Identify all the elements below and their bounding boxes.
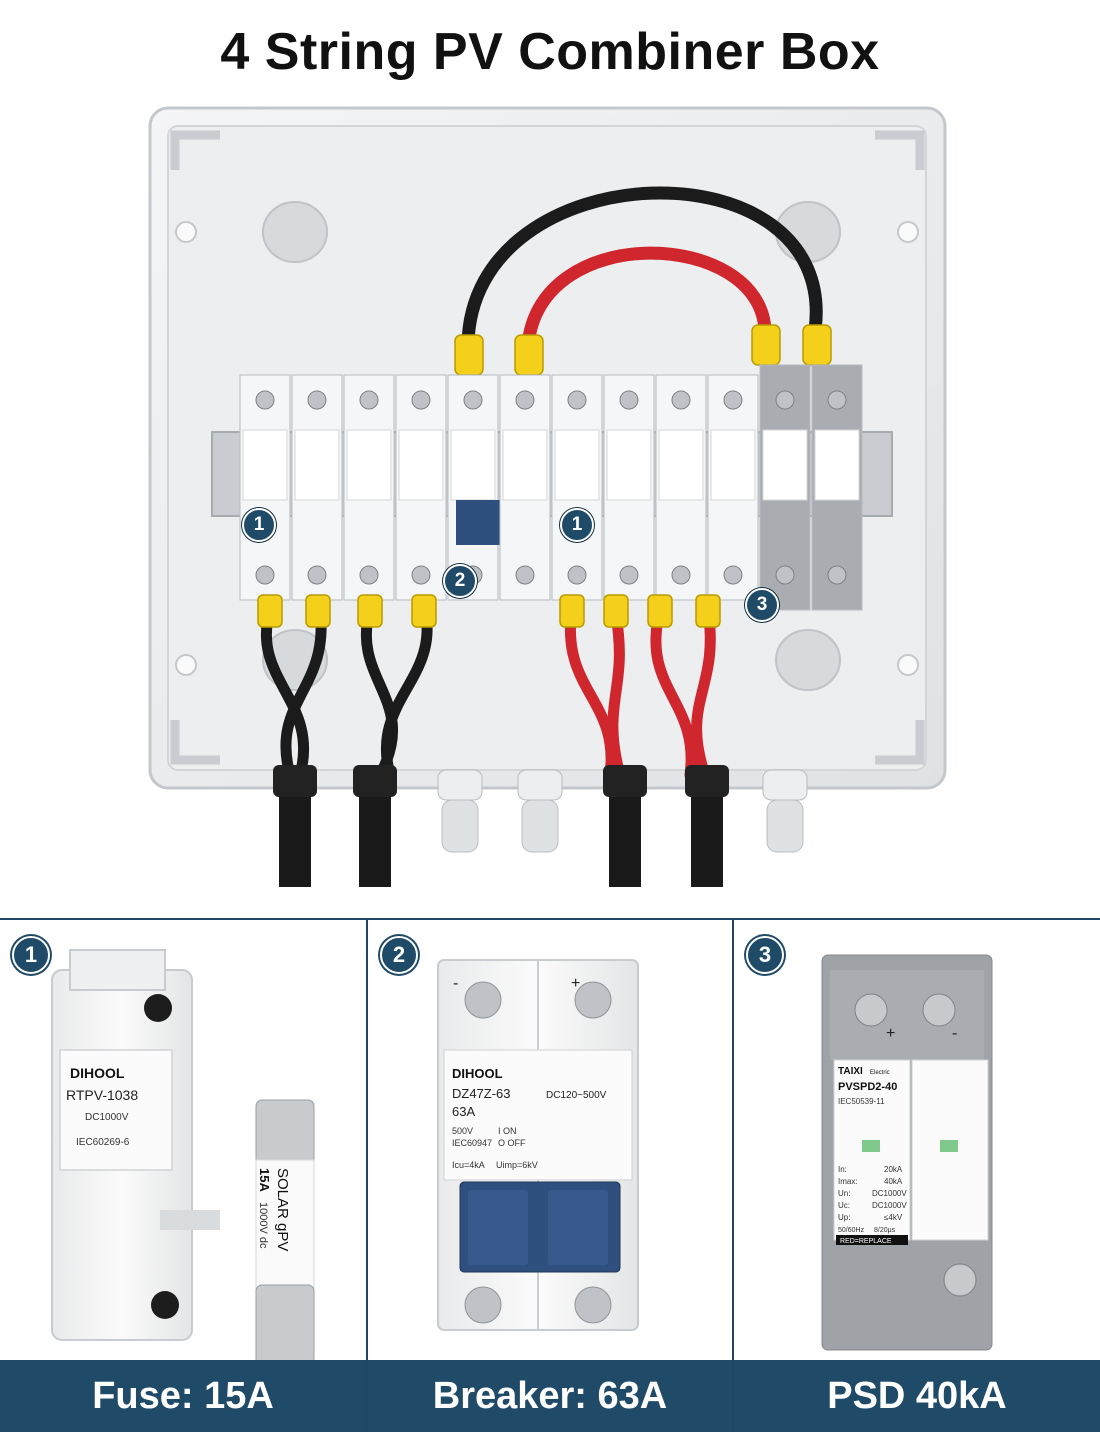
detail-panels: DIHOOL RTPV-1038 DC1000V IEC60269-6 SOLA… <box>0 918 1100 1432</box>
breaker-current: 63A <box>452 1104 475 1119</box>
spd-imax-label: Imax: <box>838 1177 858 1186</box>
panel-number-2: 2 <box>380 936 418 974</box>
spd-brand: TAIXI <box>838 1066 863 1077</box>
fuse-caption: Fuse: 15A <box>0 1360 366 1432</box>
spd-plus: + <box>886 1025 895 1042</box>
cable-gland <box>762 769 808 853</box>
breaker-model: DZ47Z-63 <box>452 1086 511 1101</box>
callout-fuse-right: 1 <box>560 508 594 542</box>
breaker-minus: - <box>453 975 458 992</box>
spd-panel: + - TAIXI Electric PVSPD2-40 IEC50539-11… <box>734 920 1100 1432</box>
fuse-text-type: SOLAR gPV <box>274 1168 291 1251</box>
panel-number-1: 1 <box>12 936 50 974</box>
spd-module <box>759 364 811 611</box>
spd-wave: 8/20μs <box>874 1227 896 1234</box>
spd-up-value: ≤4kV <box>884 1213 903 1222</box>
breaker-standard: IEC60947 <box>452 1138 492 1148</box>
spd-caption: PSD 40kA <box>734 1360 1100 1432</box>
spd-in-value: 20kA <box>884 1165 903 1174</box>
mc4-connector <box>353 765 397 887</box>
combiner-box-photo <box>148 106 947 887</box>
fuse-module <box>291 374 343 601</box>
fuse-panel: DIHOOL RTPV-1038 DC1000V IEC60269-6 SOLA… <box>0 920 368 1432</box>
fuse-module <box>707 374 759 601</box>
breaker-panel: - + DIHOOL DZ47Z-63 DC120~500V 63A 500V … <box>368 920 734 1432</box>
callout-spd: 3 <box>745 588 779 622</box>
fuse-module <box>655 374 707 601</box>
fuse-module <box>395 374 447 601</box>
breaker-icu: Icu=4kA <box>452 1160 485 1170</box>
holder-standard: IEC60269-6 <box>76 1137 130 1148</box>
fuse-illustration: DIHOOL RTPV-1038 DC1000V IEC60269-6 SOLA… <box>51 949 315 1360</box>
mc4-connector <box>685 765 729 887</box>
spd-uc-label: Uc: <box>838 1201 850 1210</box>
page-title: 4 String PV Combiner Box <box>220 23 880 81</box>
spd-illustration: + - TAIXI Electric PVSPD2-40 IEC50539-11… <box>821 954 993 1351</box>
cable-gland <box>517 769 563 853</box>
spd-imax-value: 40kA <box>884 1177 903 1186</box>
breaker-rating: DC120~500V <box>546 1090 607 1101</box>
fuse-text-voltage: 1000V dc <box>257 1202 269 1249</box>
red-jumper-wire <box>521 246 772 352</box>
spd-un-value: DC1000V <box>872 1189 907 1198</box>
black-jumper-wire <box>461 186 823 352</box>
spd-up-label: Up: <box>838 1213 850 1222</box>
spd-un-label: Un: <box>838 1189 850 1198</box>
breaker-on: I ON <box>498 1126 517 1136</box>
holder-brand: DIHOOL <box>70 1065 125 1081</box>
mc4-connector <box>603 765 647 887</box>
breaker-off: O OFF <box>498 1138 526 1148</box>
spd-brand-sub: Electric <box>870 1070 890 1076</box>
spd-minus: - <box>952 1025 957 1042</box>
spd-model: PVSPD2-40 <box>838 1081 897 1093</box>
fuse-module <box>239 374 291 601</box>
fuse-text-current: 15A <box>257 1168 272 1192</box>
fuse-module <box>603 374 655 601</box>
breaker-caption: Breaker: 63A <box>368 1360 732 1432</box>
cable-gland <box>437 769 483 853</box>
fuse-module <box>551 374 603 601</box>
callout-breaker: 2 <box>443 564 477 598</box>
mc4-connector <box>273 765 317 887</box>
holder-model: RTPV-1038 <box>66 1087 138 1103</box>
breaker-voltage: 500V <box>452 1126 473 1136</box>
panel-number-3: 3 <box>746 936 784 974</box>
breaker-illustration: - + DIHOOL DZ47Z-63 DC120~500V 63A 500V … <box>437 959 639 1331</box>
fuse-module <box>343 374 395 601</box>
spd-standard: IEC50539-11 <box>838 1097 885 1106</box>
callout-fuse-left: 1 <box>242 508 276 542</box>
spd-uc-value: DC1000V <box>872 1201 907 1210</box>
holder-rating: DC1000V <box>85 1112 129 1123</box>
breaker-uimp: Uimp=6kV <box>496 1160 538 1170</box>
breaker-module <box>499 374 551 601</box>
spd-in-label: In: <box>838 1165 847 1174</box>
breaker-plus: + <box>571 975 580 992</box>
spd-module <box>811 364 863 611</box>
spd-replace: RED=REPLACE <box>840 1238 892 1245</box>
spd-freq: 50/60Hz <box>838 1227 865 1234</box>
breaker-brand: DIHOOL <box>452 1066 503 1081</box>
